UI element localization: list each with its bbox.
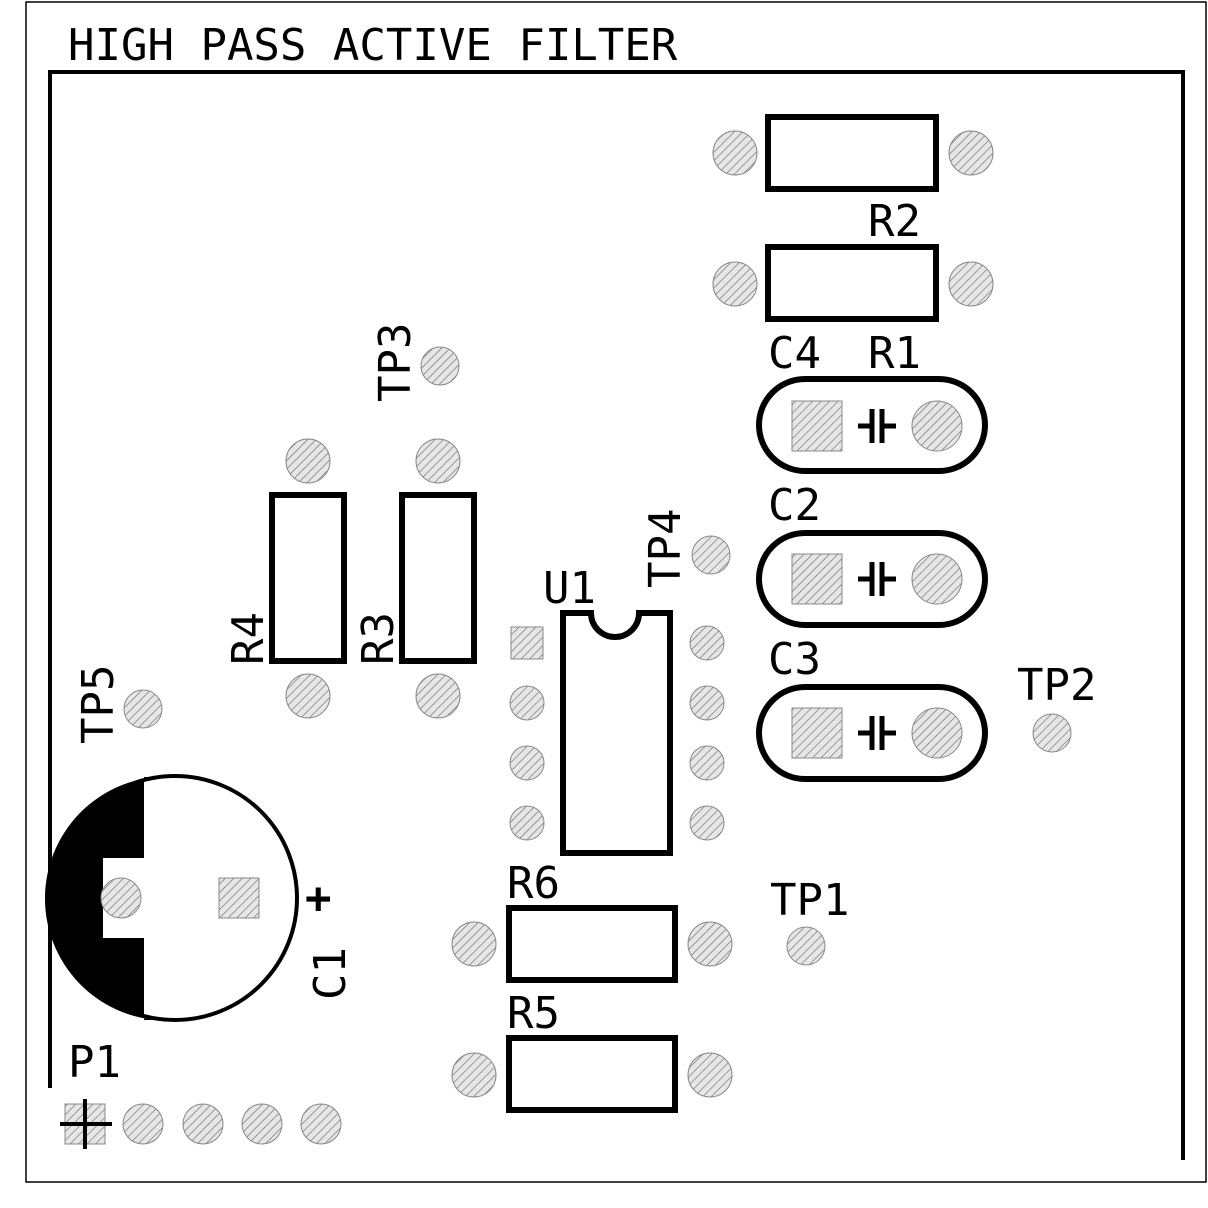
pad — [241, 1103, 283, 1145]
pad — [689, 625, 725, 661]
c1-polarity-mark: + — [305, 873, 332, 924]
board-edge — [48, 70, 1185, 1160]
label-c2: C2 — [768, 480, 821, 531]
pad — [451, 1052, 497, 1098]
label-p1: P1 — [68, 1037, 121, 1088]
pad — [712, 261, 758, 307]
board-title: HIGH PASS ACTIVE FILTER — [68, 20, 678, 71]
capacitor-symbol-icon — [858, 409, 896, 443]
label-r3: R3 — [353, 612, 404, 665]
label-c4: C4 — [768, 328, 821, 379]
pad — [415, 438, 461, 484]
pin-1-pad — [510, 626, 544, 660]
capacitor-symbol-icon — [858, 562, 896, 596]
pad — [300, 1103, 342, 1145]
pad — [689, 685, 725, 721]
pad — [948, 261, 994, 307]
board-outline — [25, 1, 1207, 1183]
pad-square — [791, 707, 843, 759]
label-tp5: TP5 — [73, 665, 124, 744]
pad — [182, 1103, 224, 1145]
pad — [509, 805, 545, 841]
resistor-r4 — [269, 438, 347, 719]
label-c3: C3 — [768, 634, 821, 685]
test-point-tp2 — [1032, 713, 1072, 753]
electrolytic-capacitor-c1 — [44, 774, 299, 1022]
label-c1: C1 — [305, 947, 356, 1000]
pad — [415, 673, 461, 719]
label-r5: R5 — [507, 988, 560, 1039]
pad — [689, 805, 725, 841]
test-point-tp1 — [786, 926, 826, 966]
ic-u1 — [509, 610, 725, 856]
label-r6: R6 — [507, 858, 560, 909]
test-point-tp4 — [691, 535, 731, 575]
test-point-tp3 — [420, 346, 460, 386]
capacitor-symbol-icon — [858, 716, 896, 750]
resistor-r5 — [451, 1035, 733, 1113]
pad — [712, 130, 758, 176]
label-tp1: TP1 — [770, 875, 849, 926]
resistor-r1 — [712, 244, 994, 322]
pad — [451, 921, 497, 967]
label-r2: R2 — [868, 196, 921, 247]
pad — [122, 1103, 164, 1145]
pad — [911, 400, 963, 452]
pad-square — [791, 553, 843, 605]
capacitor-c3 — [756, 684, 988, 782]
label-tp3: TP3 — [370, 323, 421, 402]
pin-1-cross-icon — [60, 1099, 112, 1149]
label-r4: R4 — [223, 612, 274, 665]
resistor-r6 — [451, 905, 733, 983]
pad — [687, 1052, 733, 1098]
label-tp4: TP4 — [640, 509, 691, 588]
pad — [911, 553, 963, 605]
resistor-r3 — [399, 438, 477, 719]
pad — [948, 130, 994, 176]
pad — [100, 877, 142, 919]
pad-square — [791, 400, 843, 452]
label-r1: R1 — [868, 328, 921, 379]
pad — [509, 745, 545, 781]
capacitor-c4 — [756, 376, 988, 474]
label-u1: U1 — [543, 563, 596, 614]
pad — [285, 438, 331, 484]
header-p1 — [60, 1099, 342, 1149]
test-point-tp5 — [123, 689, 163, 729]
capacitor-c2 — [756, 530, 988, 628]
pad — [509, 685, 545, 721]
pad-square — [218, 877, 260, 919]
pad — [911, 707, 963, 759]
pad — [285, 673, 331, 719]
label-tp2: TP2 — [1017, 660, 1096, 711]
resistor-r2 — [712, 114, 994, 192]
pad — [687, 921, 733, 967]
pad — [689, 745, 725, 781]
